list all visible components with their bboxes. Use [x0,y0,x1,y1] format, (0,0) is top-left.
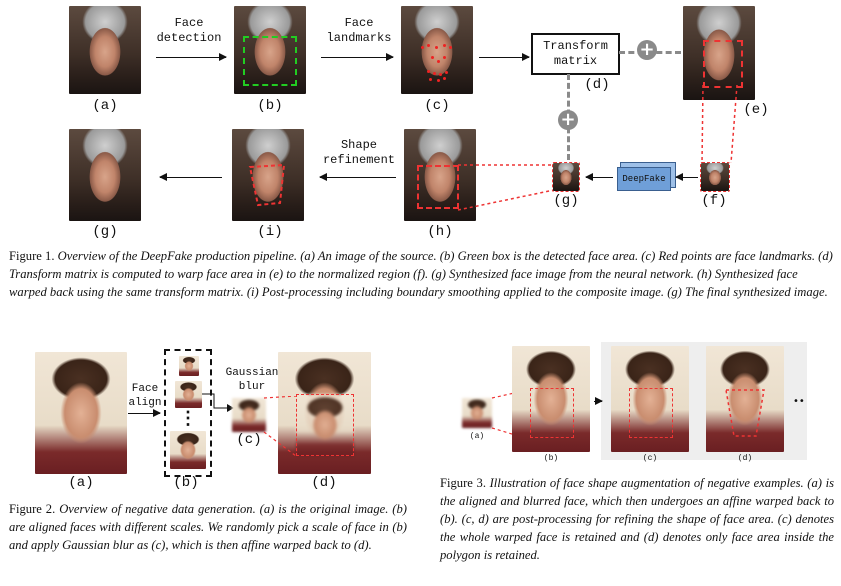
panel-label-2a: (a) [68,475,94,491]
figure-3-caption: Figure 3. Illustration of face shape aug… [440,474,834,564]
panel-label-2c: (c) [236,432,262,448]
red-dashed-connector-e-f [701,85,738,164]
panel-label-i: (i) [257,224,283,240]
aligned-face-medium [175,381,202,408]
deepfake-box: DeepFake [617,167,671,191]
figure-3-caption-lead: Figure 3. [440,476,486,490]
panel-label-b: (b) [257,98,283,114]
panel-label-2b: (b) [173,475,199,491]
face-image-e [683,6,755,100]
face-image-3d [706,346,784,452]
step-label-shape-refinement: Shape refinement [322,138,395,167]
step-label-face-detection: Face detection [156,16,222,45]
arrow-i-to-g [159,173,222,181]
smoothed-face-polygon [248,163,286,207]
aligned-faces-group: ⋮ [164,349,212,477]
arrow-f-to-deepfake [675,173,698,181]
arrow-b-to-c [321,53,394,61]
plus-icon-middle: + [558,110,578,130]
panel-label-3d: (d) [737,454,753,463]
panel-label-c: (c) [424,98,450,114]
arrow-c-to-transform [479,53,530,61]
figure-1-caption-text: Overview of the DeepFake production pipe… [9,249,833,299]
panel-label-d: (d) [584,77,610,93]
panel-label-g-synth: (g) [553,193,579,209]
panel-label-3b: (b) [543,454,559,463]
red-dashed-connector-2c-2d [263,396,297,457]
face-image-c [401,6,473,94]
face-image-2a [35,352,127,474]
panel-label-e: (e) [743,102,769,118]
face-image-a [69,6,141,94]
panel-label-a: (a) [92,98,118,114]
face-image-f [700,162,730,192]
step-label-face-landmarks: Face landmarks [326,16,392,45]
arrow-h-to-i [319,173,396,181]
ellipsis-vertical: ⋮ [179,408,197,428]
detected-face-box [243,36,297,86]
face-landmark-points [419,42,455,82]
face-image-3a [462,398,492,428]
figure-2-caption-lead: Figure 2. [9,502,56,516]
step-label-face-align: Face align [128,383,162,409]
panel-label-3a: (a) [469,432,485,441]
panel-label-3c: (c) [642,454,658,463]
deepfake-label: DeepFake [622,174,666,184]
step-label-gaussian-blur: Gaussian blur [225,367,279,393]
aligned-face-large [170,431,206,469]
arrow-deepfake-to-g [585,173,613,181]
face-image-g-final [69,129,141,221]
plus-icon-top: + [637,40,657,60]
face-image-i [232,129,304,221]
figure-3-caption-text: Illustration of face shape augmentation … [440,476,834,562]
red-dashed-connector-g-h [457,164,555,211]
arrow-a-to-b [156,53,227,61]
panel-label-h: (h) [427,224,453,240]
face-image-h [404,129,476,221]
face-image-3b [512,346,590,452]
face-area-box-e [703,40,743,88]
face-image-2c [232,398,266,432]
retained-face-box-3c [629,388,673,438]
ellipsis-horizontal: •• [793,396,805,407]
figure-1-caption-lead: Figure 1. [9,249,55,263]
face-image-b [234,6,306,94]
arrow-3b-to-3c [594,397,603,405]
transform-matrix-label: Transform matrix [543,39,608,68]
aligned-face-small [179,356,199,376]
figure-2-caption: Figure 2. Overview of negative data gene… [9,500,407,554]
warped-blurred-face [296,394,354,456]
face-image-g-synth [552,162,580,192]
panel-label-g-final: (g) [92,224,118,240]
transform-matrix-box: Transform matrix [531,33,620,75]
face-image-3c [611,346,689,452]
panel-label-2d: (d) [311,475,337,491]
warped-face-box-h [417,165,459,209]
arrow-2a-to-2b [128,409,161,417]
figure-2-caption-text: Overview of negative data generation. (a… [9,502,407,552]
panel-label-f: (f) [701,193,727,209]
face-polygon-3d [725,389,765,437]
arrow-2b-to-2c [202,393,234,412]
figure-1-caption: Figure 1. Overview of the DeepFake produ… [9,247,834,301]
warped-face-box-2d [296,394,354,456]
warped-face-box-3b [530,388,574,438]
